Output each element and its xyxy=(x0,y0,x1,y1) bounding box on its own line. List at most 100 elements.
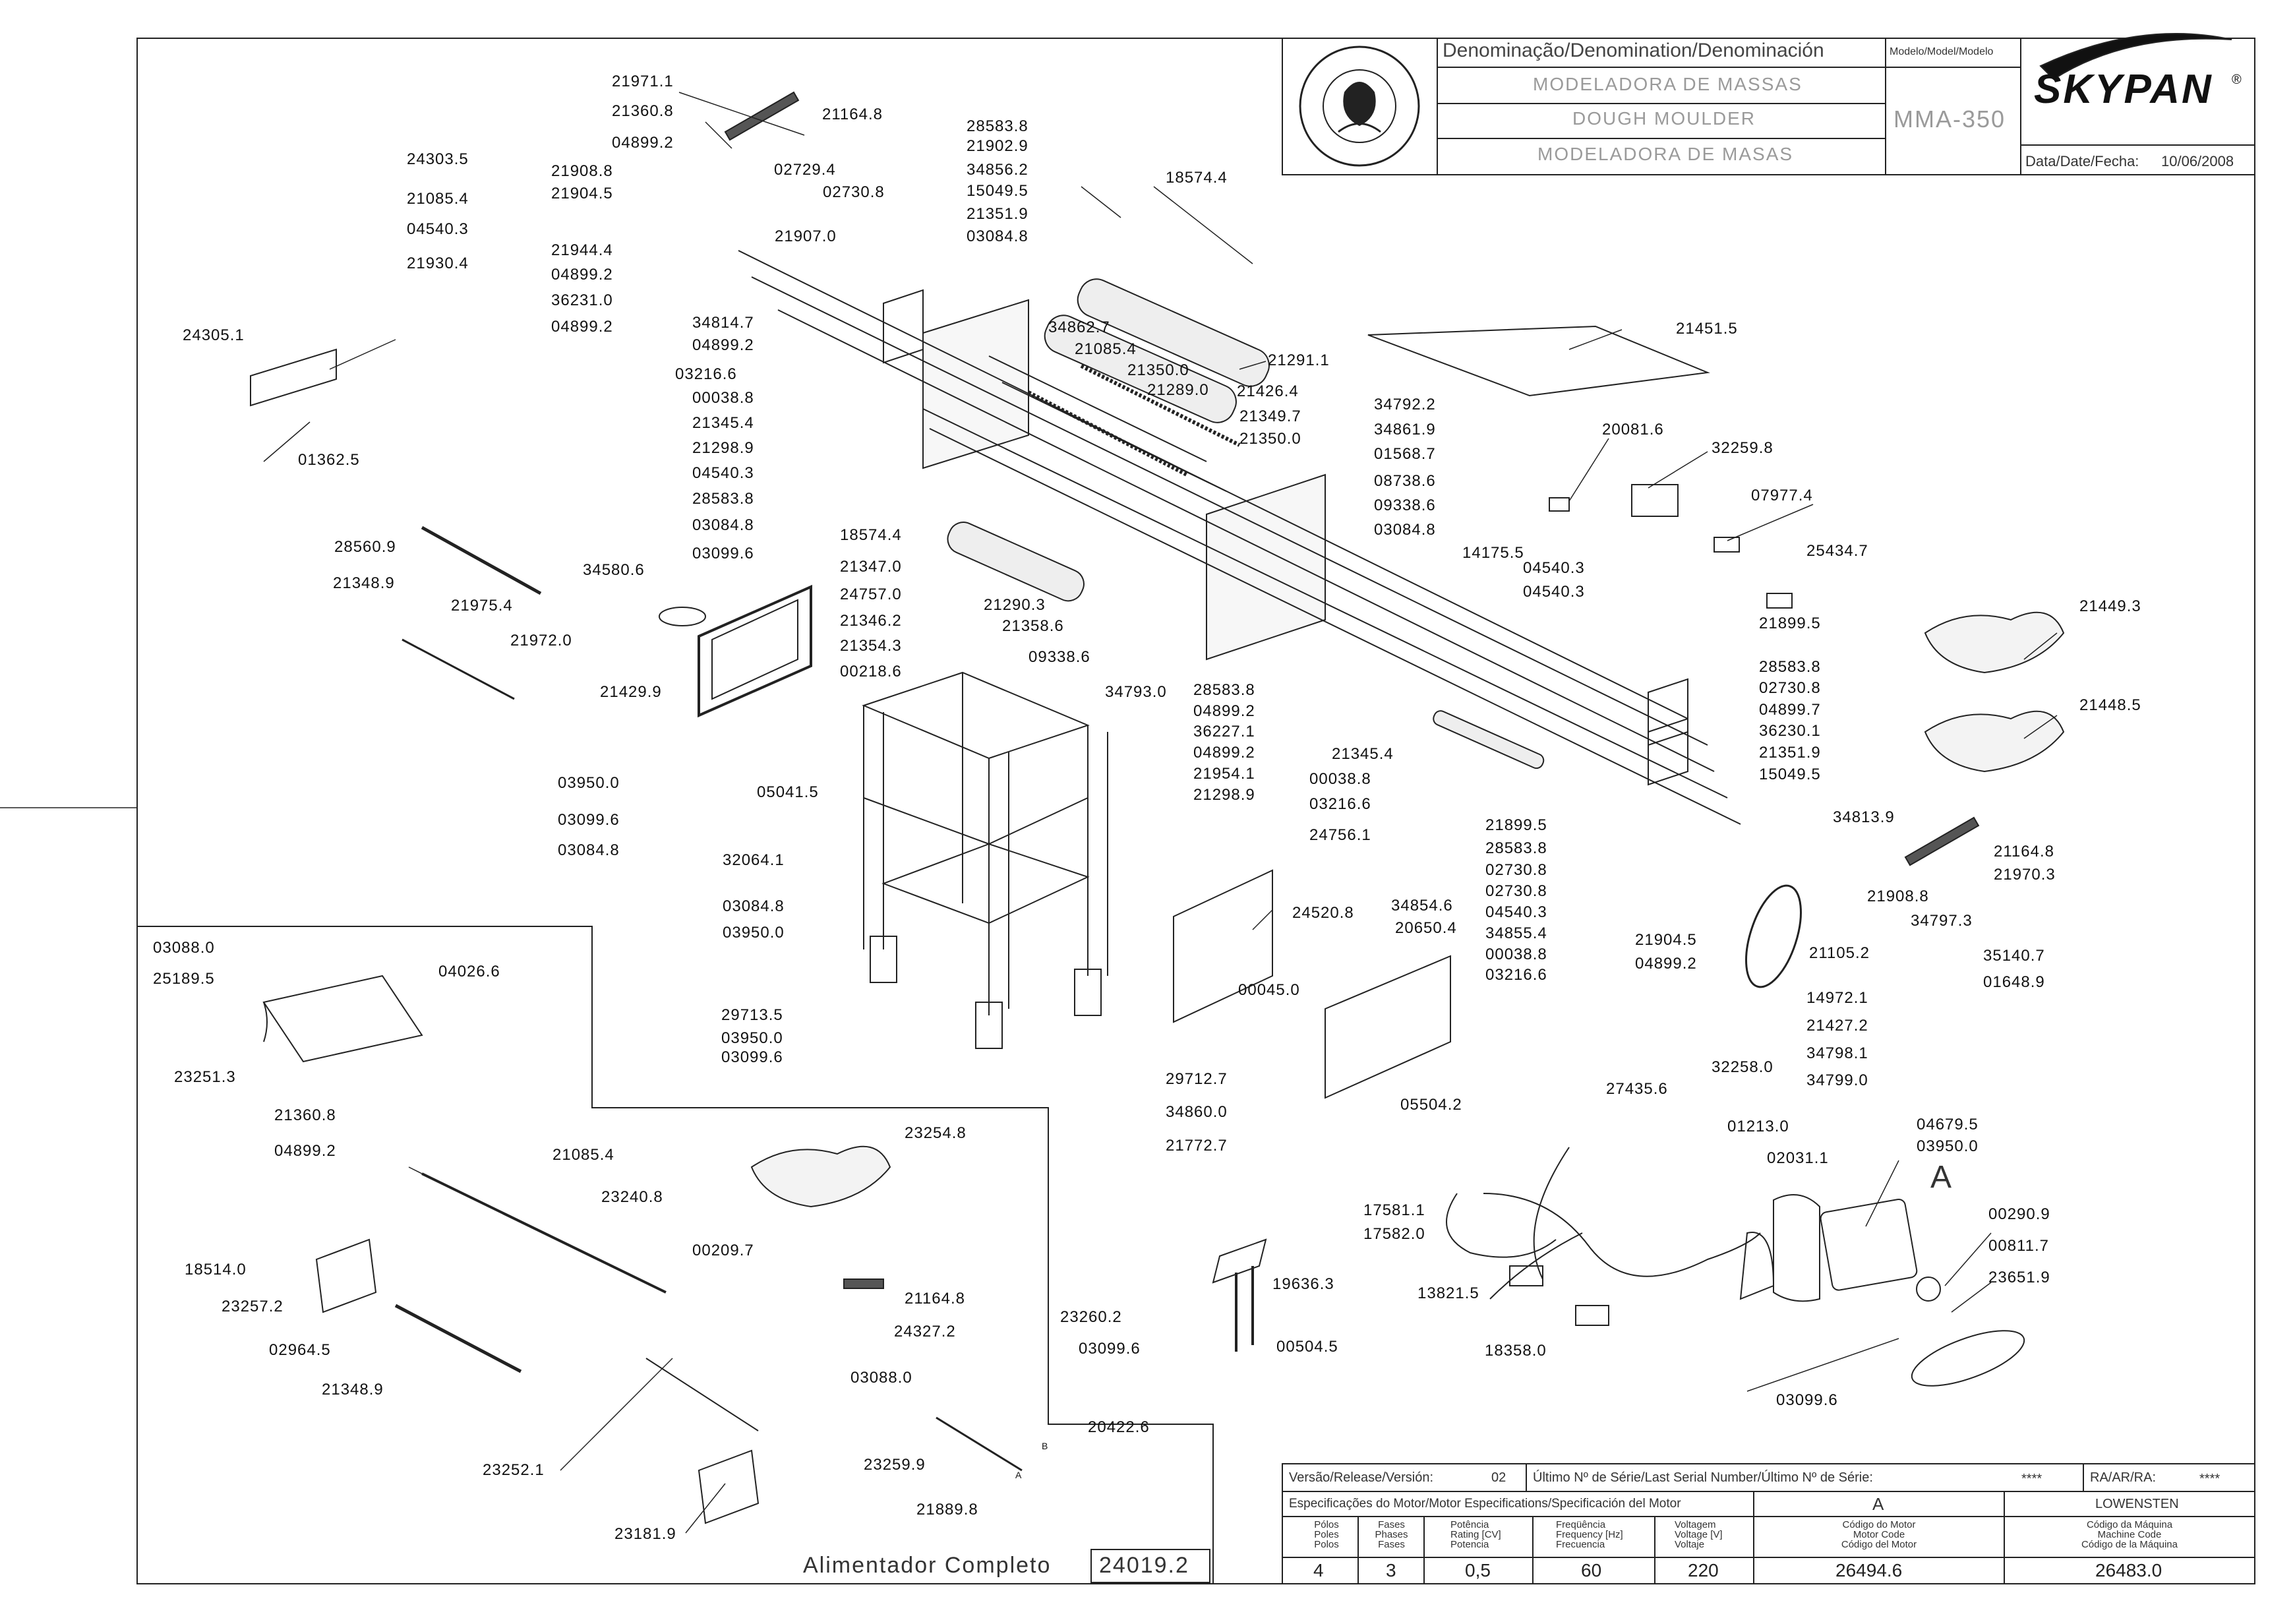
part-label: 14972.1 xyxy=(1806,989,1868,1007)
part-label: 21449.3 xyxy=(2079,597,2141,615)
motor-spec-label: Especificações do Motor/Motor Especifica… xyxy=(1289,1497,1681,1511)
part-label: 21290.3 xyxy=(984,596,1046,614)
part-label: 04540.3 xyxy=(692,464,754,482)
phases-value: 3 xyxy=(1386,1560,1396,1580)
part-label: 21164.8 xyxy=(822,105,883,123)
part-label: 09338.6 xyxy=(1028,648,1090,666)
part-label: 21349.7 xyxy=(1239,407,1301,425)
part-label: 13821.5 xyxy=(1417,1284,1479,1302)
part-label: 23260.2 xyxy=(1060,1308,1122,1326)
part-label: 03216.6 xyxy=(1485,966,1547,984)
serial-label: Último Nº de Série/Last Serial Number/Úl… xyxy=(1533,1470,1873,1485)
part-label: 24303.5 xyxy=(407,150,469,168)
stand-frame xyxy=(862,671,1108,1049)
name-pt: MODELADORA DE MASSAS xyxy=(1533,74,1803,94)
part-label: 35140.7 xyxy=(1983,947,2045,965)
part-label: 20422.6 xyxy=(1088,1418,1150,1436)
part-label: 21971.1 xyxy=(612,73,674,90)
part-label: 02031.1 xyxy=(1767,1149,1829,1167)
part-label: 03099.6 xyxy=(692,545,754,562)
part-label: 04540.3 xyxy=(1523,583,1585,601)
part-label: 03950.0 xyxy=(1917,1137,1979,1155)
feeder-code: 24019.2 xyxy=(1099,1553,1189,1578)
part-label: 34813.9 xyxy=(1833,808,1895,826)
lower-roller xyxy=(947,522,1085,602)
part-label: 23651.9 xyxy=(1988,1269,2050,1286)
part-label: 00218.6 xyxy=(840,663,902,680)
part-label: 03216.6 xyxy=(1309,795,1371,813)
part-label: 25434.7 xyxy=(1806,542,1868,560)
part-label: 21358.6 xyxy=(1002,617,1064,635)
part-label: 04899.2 xyxy=(1635,955,1697,973)
part-label: 17581.1 xyxy=(1363,1201,1425,1219)
part-label: 21348.9 xyxy=(322,1381,384,1398)
part-label: 21954.1 xyxy=(1193,765,1255,783)
part-label: 14175.5 xyxy=(1462,544,1524,562)
part-label: 01213.0 xyxy=(1727,1118,1789,1135)
part-label: 32064.1 xyxy=(723,851,785,869)
part-label: 21899.5 xyxy=(1485,816,1547,834)
part-label: 21451.5 xyxy=(1676,320,1738,338)
part-label: 21899.5 xyxy=(1759,615,1821,632)
part-label: 21429.9 xyxy=(600,683,662,701)
part-label: 03084.8 xyxy=(1374,521,1436,539)
part-label: 32258.0 xyxy=(1712,1058,1773,1076)
part-label: 21298.9 xyxy=(1193,786,1255,804)
part-label: 03099.6 xyxy=(1776,1391,1838,1409)
part-label: 21360.8 xyxy=(612,102,674,120)
part-label: 03950.0 xyxy=(721,1029,783,1047)
part-label: 01568.7 xyxy=(1374,445,1436,463)
part-label: 21930.4 xyxy=(407,255,469,272)
part-label: 29712.7 xyxy=(1166,1070,1228,1088)
part-label: 21085.4 xyxy=(552,1146,614,1164)
part-label: 34856.2 xyxy=(967,161,1028,179)
part-label: 28583.8 xyxy=(692,490,754,508)
part-label: 34862.7 xyxy=(1048,318,1110,336)
brand-logo: SKYPAN xyxy=(2034,67,2213,112)
part-label: 24305.1 xyxy=(183,326,245,344)
main-frame-drawing xyxy=(250,91,2065,1534)
part-label: 01648.9 xyxy=(1983,973,2045,991)
denomination-title: Denominação/Denomination/Denominación xyxy=(1443,40,1824,61)
part-label: 34793.0 xyxy=(1105,683,1167,701)
name-es: MODELADORA DE MASAS xyxy=(1537,144,1794,164)
part-label: 23259.9 xyxy=(864,1456,926,1474)
part-label: 01362.5 xyxy=(298,451,360,469)
feeder-code-box xyxy=(1090,1549,1210,1583)
feeder-enclosure xyxy=(137,926,1214,1584)
part-label: 34854.6 xyxy=(1391,897,1453,915)
leader-lines xyxy=(263,92,2058,1534)
part-label: 04899.2 xyxy=(612,134,674,152)
date-value: 10/06/2008 xyxy=(2161,153,2234,169)
part-label: 32259.8 xyxy=(1712,439,1773,457)
part-label: 34814.7 xyxy=(692,314,754,332)
part-label: 02729.4 xyxy=(774,161,836,179)
part-label: 00038.8 xyxy=(1309,770,1371,788)
part-label: 03099.6 xyxy=(1079,1340,1141,1358)
ra-value: **** xyxy=(2199,1472,2220,1486)
part-label: 07977.4 xyxy=(1751,487,1813,504)
part-label: 27435.6 xyxy=(1606,1080,1668,1098)
part-label: 04899.2 xyxy=(551,318,613,336)
part-label: 04899.2 xyxy=(1193,744,1255,762)
wiring-harness xyxy=(1446,1147,1761,1300)
part-label: 00811.7 xyxy=(1988,1237,2049,1255)
part-label: 02964.5 xyxy=(269,1341,331,1359)
part-label: 28583.8 xyxy=(967,117,1028,135)
part-label: 21105.2 xyxy=(1809,944,1870,962)
part-label: 21351.9 xyxy=(967,205,1028,223)
part-label: 21291.1 xyxy=(1268,351,1330,369)
part-label: 02730.8 xyxy=(823,183,885,201)
part-label: 21354.3 xyxy=(840,637,902,655)
part-label: 02730.8 xyxy=(1485,861,1547,879)
part-label: 03088.0 xyxy=(850,1369,912,1387)
flour-pad-21448 xyxy=(1924,710,2065,773)
part-label: 04540.3 xyxy=(1485,903,1547,921)
part-label: 23240.8 xyxy=(601,1188,663,1206)
part-label: 09338.6 xyxy=(1374,496,1436,514)
part-label: 28583.8 xyxy=(1193,681,1255,699)
